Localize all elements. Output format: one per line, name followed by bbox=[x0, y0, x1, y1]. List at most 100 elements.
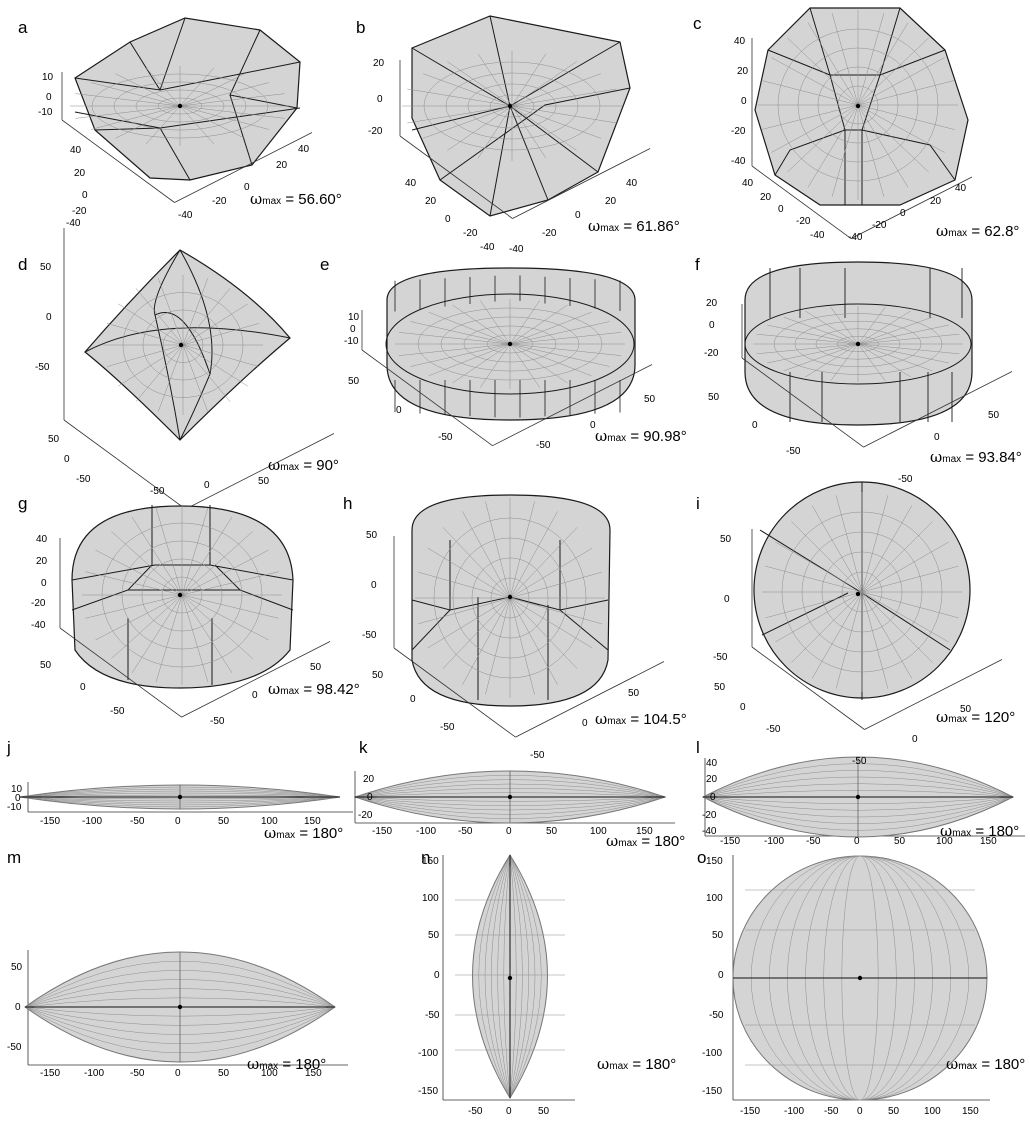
center-point bbox=[177, 1004, 183, 1010]
tick-g-z: 40 bbox=[36, 534, 48, 545]
tick-g-left: 0 bbox=[80, 682, 86, 693]
tick-c-z: -40 bbox=[731, 156, 746, 167]
tick-n-y: 50 bbox=[428, 930, 440, 941]
panel-letter-k: k bbox=[359, 738, 368, 757]
y-axis bbox=[850, 176, 973, 239]
tick-k-x: 150 bbox=[636, 826, 653, 837]
tick-n-y: 0 bbox=[434, 970, 440, 981]
tick-e-left: 0 bbox=[396, 405, 402, 416]
tick-c-left: 0 bbox=[778, 204, 784, 215]
tick-l-x: 100 bbox=[936, 836, 953, 847]
omega-subscript: max bbox=[952, 828, 972, 839]
panel-letter-o: o bbox=[697, 848, 707, 867]
tick-m-x: 0 bbox=[175, 1068, 181, 1079]
omega-max-label-d: ωmax = 90° bbox=[268, 456, 339, 474]
omega-symbol: ω bbox=[268, 680, 281, 698]
y-axis bbox=[185, 433, 335, 510]
tick-k-y: 0 bbox=[367, 792, 373, 803]
tick-m-x: -50 bbox=[130, 1068, 145, 1079]
tick-o-x: -50 bbox=[824, 1106, 839, 1117]
tick-l-x: 50 bbox=[894, 836, 906, 847]
panel-letter-j: j bbox=[7, 738, 11, 757]
omega-subscript: max bbox=[280, 462, 300, 473]
omega-symbol: ω bbox=[936, 708, 949, 726]
tick-i-left: 50 bbox=[714, 682, 726, 693]
tick-o-y: 150 bbox=[706, 856, 723, 867]
tick-a-right: -40 bbox=[178, 210, 193, 221]
tick-f-left: 50 bbox=[708, 392, 720, 403]
tick-g-left: -50 bbox=[110, 706, 125, 717]
tick-i-left: 0 bbox=[740, 702, 746, 713]
omega-symbol: ω bbox=[595, 710, 608, 728]
omega-subscript: max bbox=[259, 1061, 279, 1072]
tick-i-right: 0 bbox=[912, 734, 918, 745]
tick-e-right: 50 bbox=[644, 394, 656, 405]
tick-j-y: 10 bbox=[11, 784, 23, 795]
tick-i-z: 0 bbox=[724, 594, 730, 605]
omega-subscript: max bbox=[948, 228, 968, 239]
x-axis bbox=[751, 646, 865, 730]
center-point bbox=[507, 103, 513, 109]
tick-f-right: 50 bbox=[988, 410, 1000, 421]
tick-a-z: 10 bbox=[42, 72, 54, 83]
tick-n-x: 50 bbox=[538, 1106, 550, 1117]
tick-l-y: -40 bbox=[702, 826, 717, 837]
tick-l-x: -150 bbox=[720, 836, 741, 847]
tick-d-left: 0 bbox=[64, 454, 70, 465]
tick-c-left: -20 bbox=[796, 216, 811, 227]
panel-letter-l: l bbox=[696, 738, 700, 757]
tick-c-z: -20 bbox=[731, 126, 746, 137]
grid-line bbox=[765, 565, 959, 619]
tick-a-right: 20 bbox=[276, 160, 288, 171]
center-point bbox=[507, 341, 513, 347]
tick-h-left: 0 bbox=[410, 694, 416, 705]
center-point bbox=[857, 975, 863, 981]
tick-j-x: -50 bbox=[130, 816, 145, 827]
tick-h-z: 50 bbox=[366, 530, 378, 541]
tick-h-z: -50 bbox=[362, 630, 377, 641]
tick-b-right: -40 bbox=[509, 244, 524, 255]
tick-j-x: 0 bbox=[175, 816, 181, 827]
center-point bbox=[855, 794, 861, 800]
tick-o-x: -100 bbox=[784, 1106, 805, 1117]
omega-symbol: ω bbox=[247, 1055, 260, 1073]
panel-letter-c: c bbox=[693, 14, 702, 33]
tick-m-y: 50 bbox=[11, 962, 23, 973]
panel-letter-e: e bbox=[320, 255, 330, 274]
tick-f-z: 20 bbox=[706, 298, 718, 309]
tick-e-z: -10 bbox=[344, 336, 359, 347]
omega-subscript: max bbox=[948, 714, 968, 725]
center-point bbox=[177, 794, 183, 800]
tick-l-y: 0 bbox=[710, 792, 716, 803]
omega-symbol: ω bbox=[264, 824, 277, 842]
tick-h-z: 0 bbox=[371, 580, 377, 591]
tick-n-x: -50 bbox=[468, 1106, 483, 1117]
tick-j-x: -150 bbox=[40, 816, 61, 827]
tick-h-left: 50 bbox=[372, 670, 384, 681]
tick-m-x: -150 bbox=[40, 1068, 61, 1079]
omega-subscript: max bbox=[276, 830, 296, 841]
tick-l-y: 20 bbox=[706, 774, 718, 785]
tick-a-z: -10 bbox=[38, 107, 53, 118]
tick-f-right: -50 bbox=[898, 474, 913, 485]
panel-letter-d: d bbox=[18, 255, 28, 274]
tick-n-y: 150 bbox=[422, 856, 439, 867]
tick-d-z: 50 bbox=[40, 262, 52, 273]
tick-f-right: 0 bbox=[934, 432, 940, 443]
tick-d-right: 50 bbox=[258, 476, 270, 487]
center-point bbox=[507, 975, 513, 981]
panel-k-lens bbox=[353, 770, 675, 824]
omega-max-label-l: ωmax = 180° bbox=[940, 822, 1019, 840]
omega-value: = 120° bbox=[971, 709, 1016, 726]
panel-letter-h: h bbox=[343, 494, 353, 513]
tick-k-x: -100 bbox=[416, 826, 437, 837]
omega-max-label-g: ωmax = 98.42° bbox=[268, 680, 360, 698]
omega-max-label-j: ωmax = 180° bbox=[264, 824, 343, 842]
tick-o-y: -150 bbox=[702, 1086, 723, 1097]
tick-i-z: 50 bbox=[720, 534, 732, 545]
omega-value: = 90.98° bbox=[630, 428, 687, 445]
center-point bbox=[507, 594, 513, 600]
tick-f-left: -50 bbox=[786, 446, 801, 457]
tick-n-y: 100 bbox=[422, 893, 439, 904]
tick-f-z: -20 bbox=[704, 348, 719, 359]
